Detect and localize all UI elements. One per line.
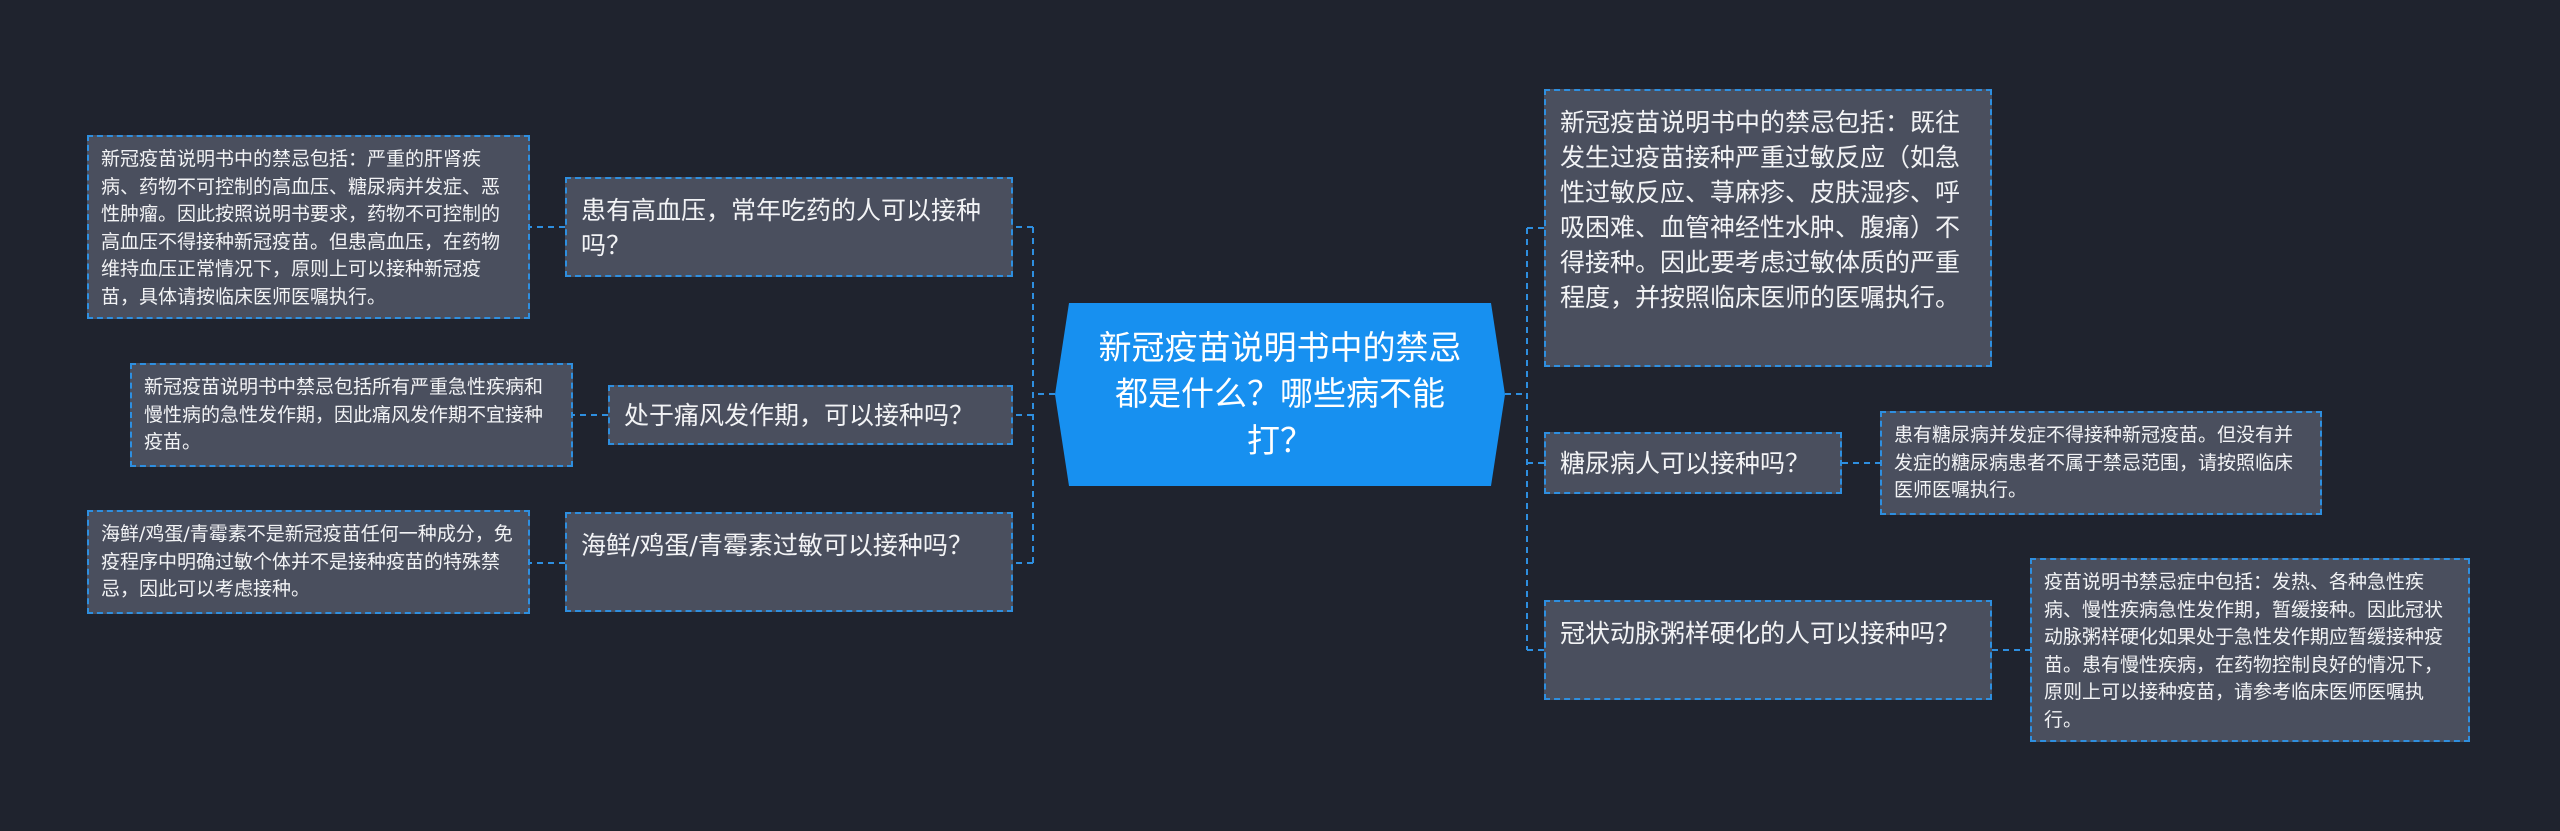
left-branch-allergy[interactable]: 海鲜/鸡蛋/青霉素过敏可以接种吗？ — [565, 512, 1013, 612]
left-detail-allergy[interactable]: 海鲜/鸡蛋/青霉素不是新冠疫苗任何一种成分，免疫程序中明确过敏个体并不是接种疫苗… — [87, 510, 530, 614]
branch-label: 糖尿病人可以接种吗？ — [1560, 448, 1811, 478]
right-branch-atherosclerosis[interactable]: 冠状动脉粥样硬化的人可以接种吗？ — [1544, 600, 1992, 700]
detail-text: 疫苗说明书禁忌症中包括：发热、各种急性疾病、慢性疾病急性发作期，暂缓接种。因此冠… — [2044, 571, 2444, 731]
detail-text: 新冠疫苗说明书中的禁忌包括：严重的肝肾疾病、药物不可控制的高血压、糖尿病并发症、… — [101, 148, 501, 308]
central-topic-label: 新冠疫苗说明书中的禁忌都是什么？哪些病不能打？ — [1098, 328, 1462, 460]
left-detail-gout[interactable]: 新冠疫苗说明书中禁忌包括所有严重急性疾病和慢性病的急性发作期，因此痛风发作期不宜… — [130, 363, 573, 467]
detail-text: 患有糖尿病并发症不得接种新冠疫苗。但没有并发症的糖尿病患者不属于禁忌范围，请按照… — [1894, 424, 2294, 502]
central-topic[interactable]: 新冠疫苗说明书中的禁忌都是什么？哪些病不能打？ — [1055, 303, 1505, 486]
branch-label: 处于痛风发作期，可以接种吗？ — [624, 400, 975, 430]
right-detail-atherosclerosis[interactable]: 疫苗说明书禁忌症中包括：发热、各种急性疾病、慢性疾病急性发作期，暂缓接种。因此冠… — [2030, 558, 2470, 742]
right-branch-allergy-history[interactable]: 新冠疫苗说明书中的禁忌包括：既往发生过疫苗接种严重过敏反应（如急性过敏反应、荨麻… — [1544, 89, 1992, 367]
branch-label: 冠状动脉粥样硬化的人可以接种吗？ — [1560, 619, 1961, 648]
left-branch-hypertension[interactable]: 患有高血压，常年吃药的人可以接种吗？ — [565, 177, 1013, 277]
detail-text: 海鲜/鸡蛋/青霉素不是新冠疫苗任何一种成分，免疫程序中明确过敏个体并不是接种疫苗… — [101, 523, 513, 601]
right-detail-diabetes[interactable]: 患有糖尿病并发症不得接种新冠疫苗。但没有并发症的糖尿病患者不属于禁忌范围，请按照… — [1880, 411, 2322, 515]
branch-label: 患有高血压，常年吃药的人可以接种吗？ — [581, 196, 982, 260]
right-branch-diabetes[interactable]: 糖尿病人可以接种吗？ — [1544, 432, 1842, 494]
detail-text: 新冠疫苗说明书中禁忌包括所有严重急性疾病和慢性病的急性发作期，因此痛风发作期不宜… — [144, 376, 544, 454]
branch-label: 新冠疫苗说明书中的禁忌包括：既往发生过疫苗接种严重过敏反应（如急性过敏反应、荨麻… — [1560, 108, 1961, 312]
left-branch-gout[interactable]: 处于痛风发作期，可以接种吗？ — [608, 385, 1013, 445]
left-detail-hypertension[interactable]: 新冠疫苗说明书中的禁忌包括：严重的肝肾疾病、药物不可控制的高血压、糖尿病并发症、… — [87, 135, 530, 319]
branch-label: 海鲜/鸡蛋/青霉素过敏可以接种吗？ — [581, 531, 973, 560]
